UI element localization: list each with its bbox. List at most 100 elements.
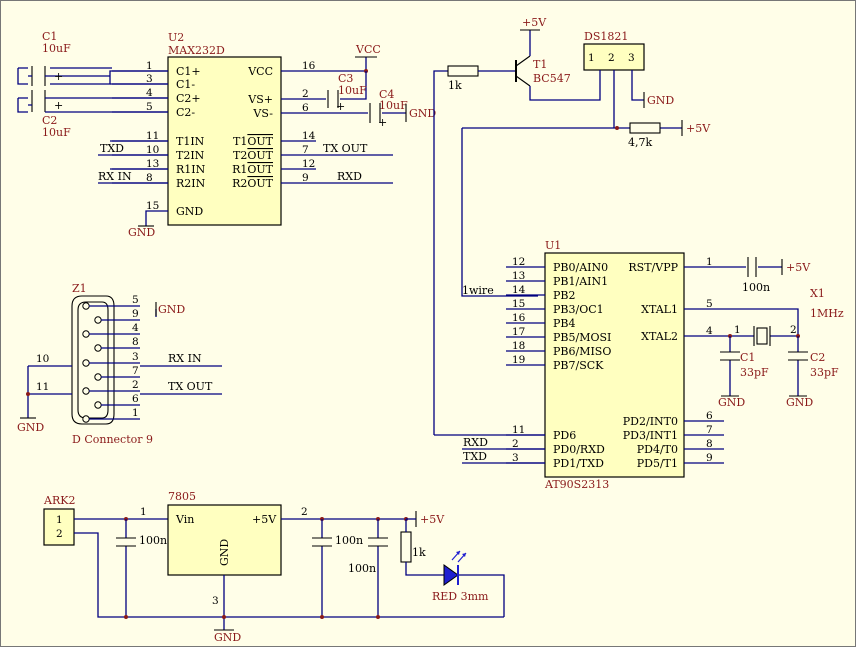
c4-value: 10uF [379, 99, 408, 112]
led-red [443, 550, 467, 586]
c2-value: 10uF [42, 126, 71, 139]
u2-txout-net: TX OUT [323, 142, 368, 155]
pin-name: VS+ [247, 93, 273, 106]
x1-ref: X1 [810, 287, 825, 300]
u2-pin-num: 12 [302, 158, 315, 170]
db9-contact [82, 330, 90, 338]
u1-pin-name: PB6/MISO [553, 345, 611, 358]
reg-vout: +5V [252, 513, 277, 526]
vcc-label: VCC [355, 43, 381, 56]
c2-ref: C2 [42, 114, 57, 127]
db9-contact [82, 415, 90, 423]
z1-name: D Connector 9 [72, 433, 153, 446]
u1-pin-num: 3 [512, 452, 519, 464]
u1-pin-num: 5 [706, 298, 713, 310]
reg-gnd-label: GND [214, 631, 241, 644]
reg-pin1: 1 [140, 506, 147, 518]
db9-pin-num: 8 [132, 336, 139, 348]
xc2-value: 33pF [810, 366, 839, 379]
c1-polarity: + [54, 70, 63, 83]
r1k-value: 1k [448, 79, 462, 92]
u2-rxd-net: RXD [337, 170, 362, 183]
cin-value: 100n [139, 534, 167, 547]
u1-pin-name: PB5/MOSI [553, 331, 611, 344]
u1-pin-num: 13 [512, 270, 525, 282]
u1-pin-name: PD1/TXD [553, 457, 604, 470]
u1-pin-num: 9 [706, 452, 713, 464]
reg-gnd: GND [218, 539, 231, 566]
u2-pin-num: 13 [146, 158, 159, 170]
xc1-ref: C1 [740, 351, 755, 364]
db9-contact [94, 344, 102, 352]
u1-part: AT90S2313 [544, 478, 609, 491]
u1-pin-num: 8 [706, 438, 713, 450]
u2-pin-name: T1IN [176, 135, 205, 148]
db9-pin-num: 7 [132, 365, 139, 377]
u2-pin-num: 11 [146, 130, 159, 142]
u2-pin-num: 5 [146, 101, 153, 113]
db9-contact [94, 401, 102, 409]
reg-vin: Vin [175, 513, 194, 526]
u1-pin-name: PB2 [553, 289, 575, 302]
c3-polarity: + [336, 100, 345, 113]
t1-transistor: 1k +5V T1 BC547 [433, 16, 601, 435]
ark-ref: ARK2 [43, 494, 75, 507]
c4-polarity: + [378, 116, 387, 129]
xc1-value: 33pF [740, 366, 769, 379]
pin-name: VCC [247, 65, 273, 78]
u1-pin-name: RST/VPP [628, 261, 678, 274]
ds-gnd: GND [647, 94, 674, 107]
db9-contact [94, 373, 102, 381]
reg-ref: 7805 [168, 490, 196, 503]
u2-pin-name: R2IN [176, 177, 206, 190]
u2-rxin-net: RX IN [98, 170, 132, 183]
ds-pin3: 3 [628, 52, 635, 64]
led-p5v: +5V [420, 513, 445, 526]
z1-rxin-net: RX IN [168, 352, 202, 365]
db9-contact [82, 302, 90, 310]
c2-polarity: + [54, 99, 63, 112]
c3-value: 10uF [338, 84, 367, 97]
u2-pin-num: 14 [302, 130, 316, 142]
c1-value: 10uF [42, 42, 71, 55]
u2-pin-name: GND [176, 205, 203, 218]
r47-value: 4,7k [628, 136, 652, 149]
c4-ref: C4 [379, 88, 394, 101]
u1-pin-num: 16 [512, 312, 526, 324]
pin-name: VS- [252, 107, 273, 120]
cout1-value: 100n [335, 534, 363, 547]
c3-ref: C3 [338, 72, 353, 85]
x1-pin1: 1 [734, 324, 741, 336]
pin-name: T1OUT [233, 135, 274, 148]
u1-pin-num: 19 [512, 354, 525, 366]
u2-pin-num: 9 [302, 172, 309, 184]
z1-ref: Z1 [72, 282, 87, 295]
c4-gnd-label: GND [409, 107, 436, 120]
pin-name: T2OUT [233, 149, 274, 162]
db9-contact [94, 316, 102, 324]
u2-pin-num: 10 [146, 144, 159, 156]
reg-7805: 7805 Vin +5V GND [167, 490, 282, 576]
ark2-terminal: ARK2 1 2 [43, 494, 75, 546]
u1-pin-num: 11 [512, 424, 525, 436]
u2-part: MAX232D [168, 44, 225, 57]
z1-pin11: 11 [36, 381, 49, 393]
u2-gnd-label: GND [128, 226, 155, 239]
u1-pin-name: PB1/AIN1 [553, 275, 608, 288]
onewire-net: 1wire [462, 284, 494, 297]
u1-pin-num: 7 [706, 424, 713, 436]
u1-pin-name: XTAL1 [641, 303, 678, 316]
pin-name: R2OUT [232, 177, 274, 190]
z1-shield-gnd: GND [17, 421, 44, 434]
u1-pin-name: PD0/RXD [553, 443, 605, 456]
c1-cap: + C1 10uF [17, 30, 168, 86]
led-name: RED 3mm [432, 590, 489, 603]
u1-pin-num: 17 [512, 326, 525, 338]
u2-pin-num: 16 [302, 60, 316, 72]
xc2-ref: C2 [810, 351, 825, 364]
db9-pin-num: 2 [132, 379, 139, 391]
x1-value: 1MHz [810, 307, 844, 320]
xc2-gnd: GND [786, 396, 813, 409]
u2-pin-name: C1+ [176, 65, 201, 78]
